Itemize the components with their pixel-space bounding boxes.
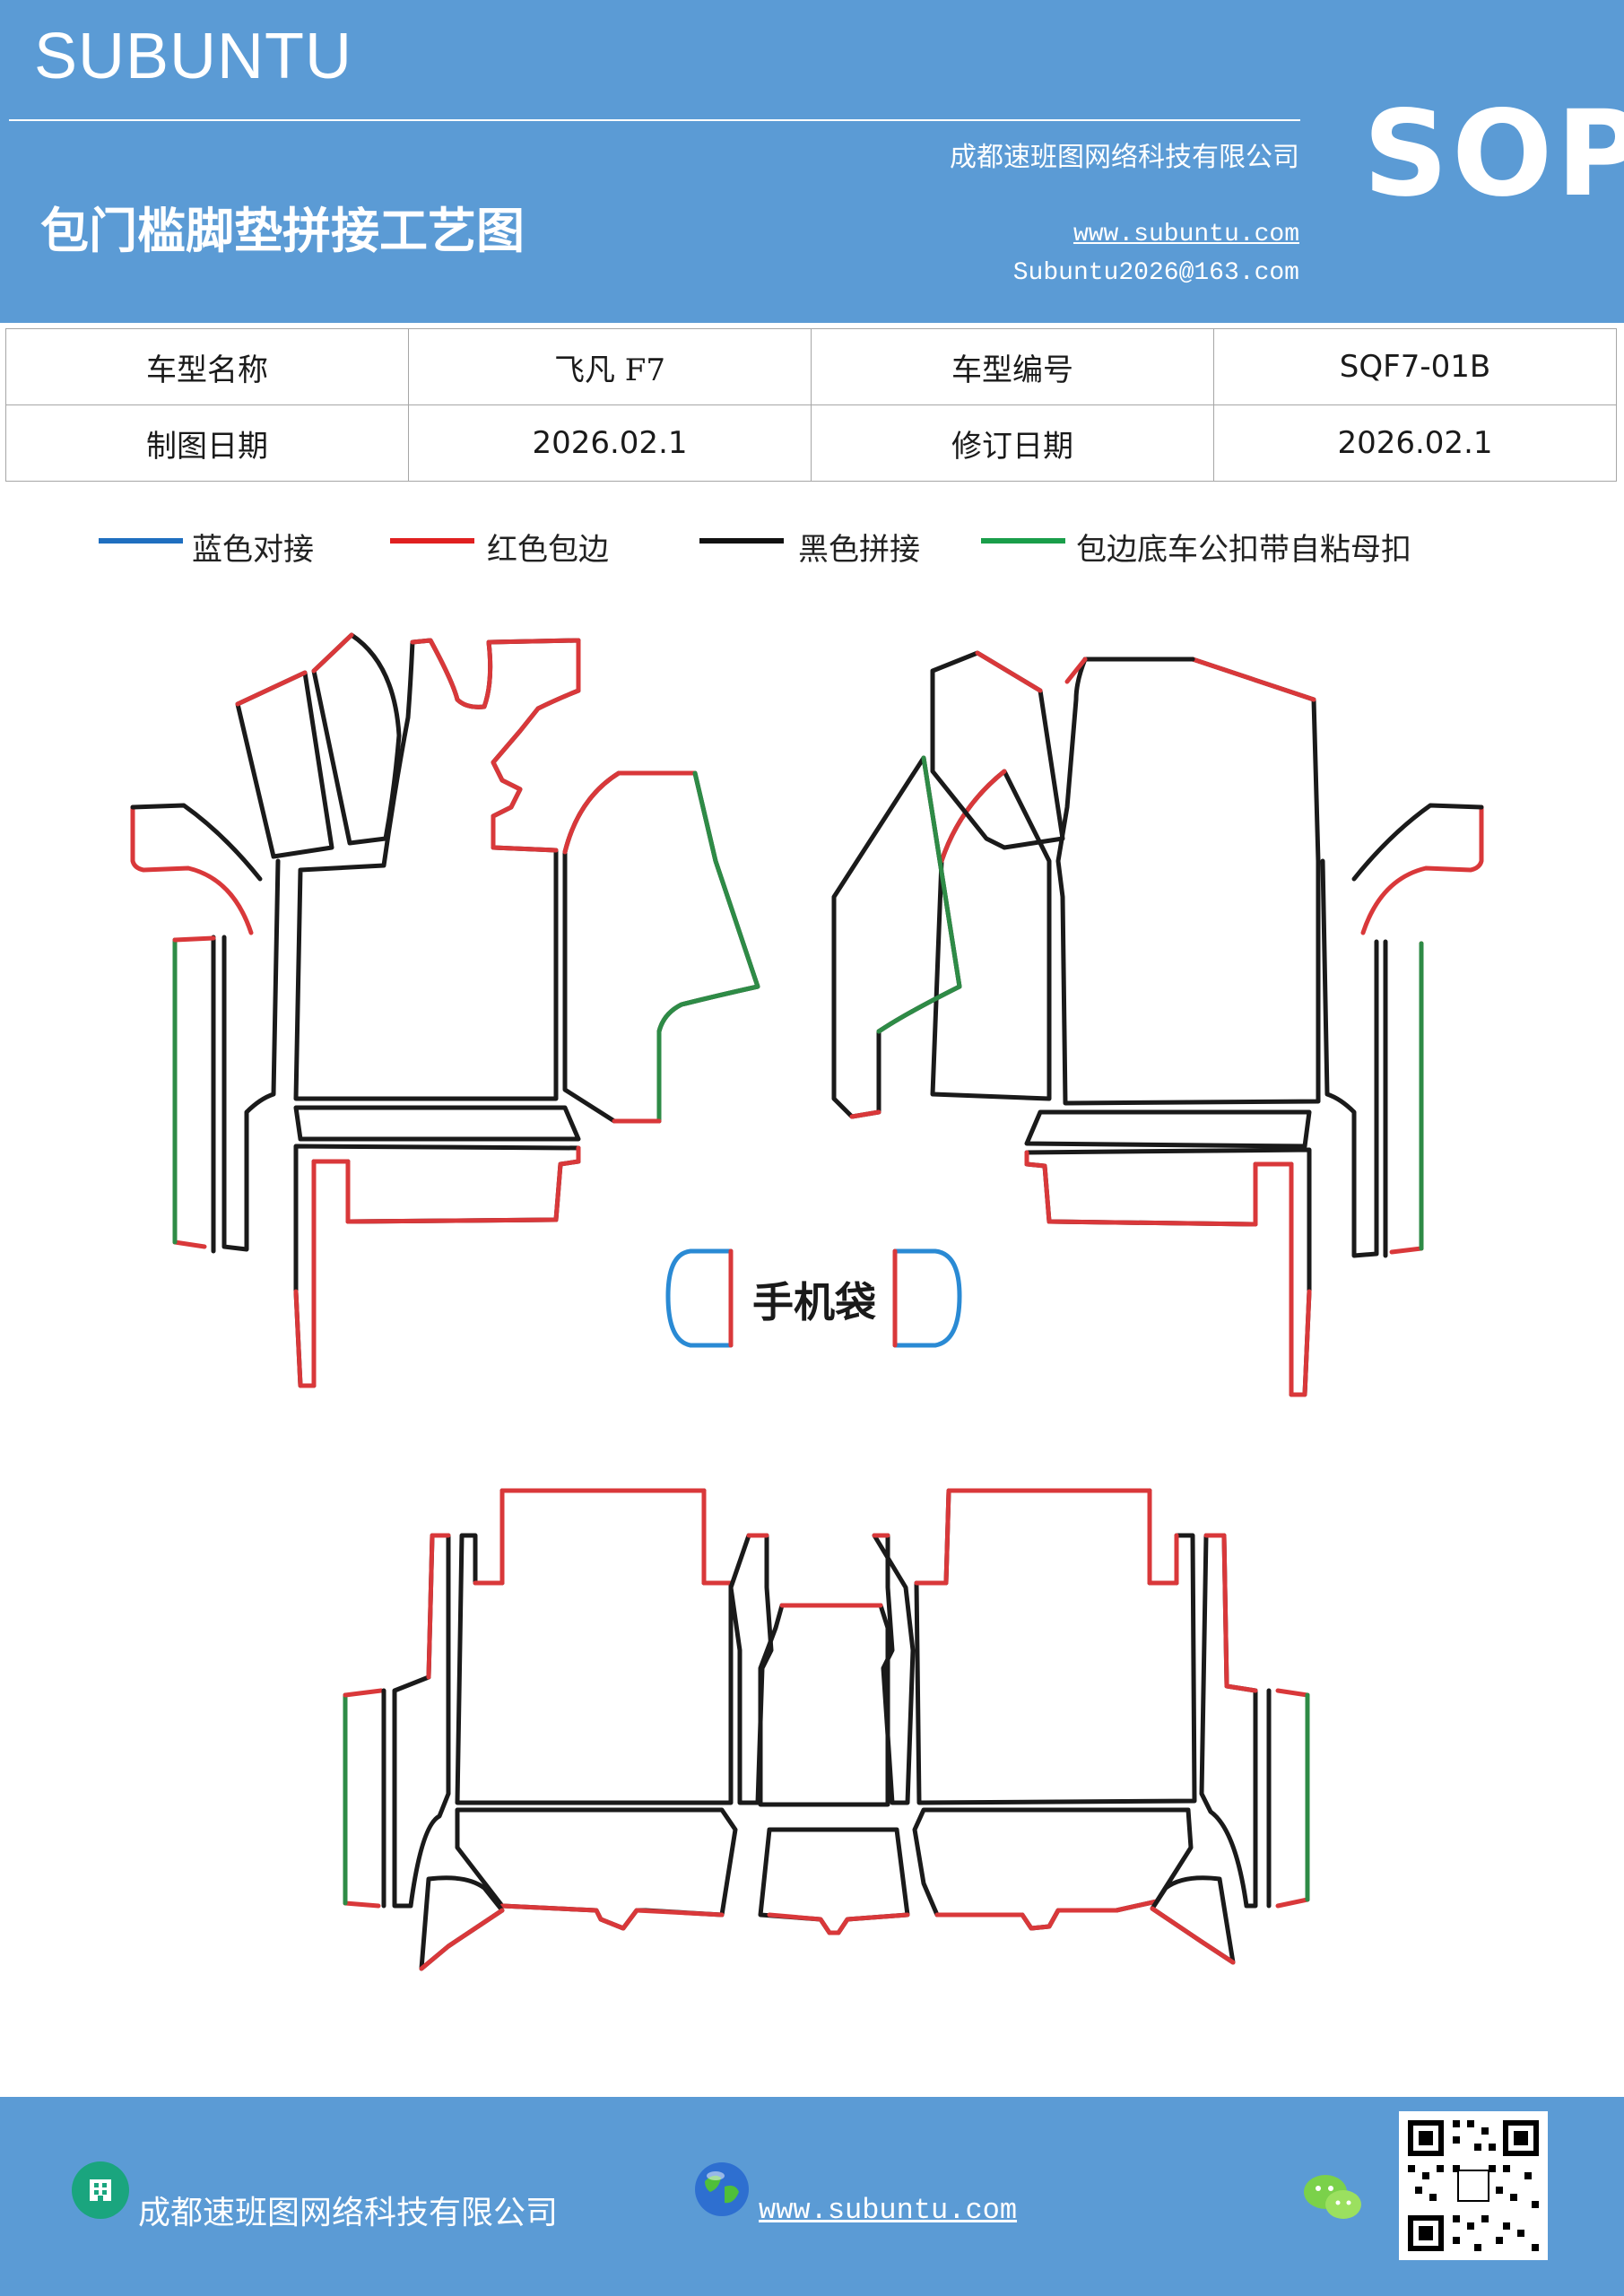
document-title: 包门槛脚垫拼接工艺图 — [40, 202, 525, 259]
draw-date-value: 2026.02.1 — [408, 404, 812, 482]
phone-pocket-label: 手机袋 — [752, 1278, 876, 1326]
model-code-label: 车型编号 — [811, 328, 1214, 405]
wechat-icon — [1302, 2170, 1365, 2224]
footer-company: 成都速班图网络科技有限公司 — [138, 2195, 559, 2231]
header-email: Subuntu2026@163.com — [1012, 259, 1299, 287]
table-row: 车型名称 飞凡 F7 车型编号 SQF7-01B — [5, 328, 1617, 405]
legend-label: 黑色拼接 — [798, 532, 920, 568]
vehicle-info-table: 车型名称 飞凡 F7 车型编号 SQF7-01B 制图日期 2026.02.1 … — [5, 328, 1617, 482]
header-divider — [9, 119, 1300, 121]
legend-label: 红色包边 — [487, 532, 609, 568]
header-banner: SUBUNTU SOP 成都速班图网络科技有限公司 包门槛脚垫拼接工艺图 www… — [0, 0, 1624, 323]
globe-icon — [692, 2160, 751, 2219]
table-row: 制图日期 2026.02.1 修订日期 2026.02.1 — [5, 404, 1617, 482]
floor-mat-diagram: 手机袋 — [130, 632, 1484, 1971]
left-front-mat-group — [130, 632, 760, 1388]
rear-mat-group — [343, 1488, 1310, 1971]
sop-badge: SOP — [1363, 85, 1624, 223]
footer-banner: 成都速班图网络科技有限公司 www.subuntu.com — [0, 2097, 1624, 2296]
qr-code — [1399, 2111, 1548, 2260]
legend-label: 蓝色对接 — [192, 532, 314, 568]
revision-date-value: 2026.02.1 — [1213, 404, 1617, 482]
right-front-mat-group — [831, 650, 1484, 1397]
legend-swatch-black — [699, 538, 784, 544]
legend-swatch-green — [981, 538, 1065, 544]
footer-website-link[interactable]: www.subuntu.com — [759, 2194, 1018, 2227]
model-code-value: SQF7-01B — [1213, 328, 1617, 405]
header-website-link[interactable]: www.subuntu.com — [1073, 221, 1299, 248]
legend-label: 包边底车公扣带自粘母扣 — [1076, 532, 1411, 568]
header-company: 成都速班图网络科技有限公司 — [950, 142, 1299, 173]
line-legend: 蓝色对接 红色包边 黑色拼接 包边底车公扣带自粘母扣 — [0, 525, 1624, 570]
legend-swatch-blue — [99, 538, 183, 544]
brand-name: SUBUNTU — [34, 21, 353, 92]
phone-pocket-group — [665, 1248, 962, 1348]
building-icon — [72, 2161, 129, 2219]
model-name-value: 飞凡 F7 — [408, 328, 812, 405]
legend-swatch-red — [390, 538, 474, 544]
revision-date-label: 修订日期 — [811, 404, 1214, 482]
model-name-label: 车型名称 — [5, 328, 409, 405]
draw-date-label: 制图日期 — [5, 404, 409, 482]
